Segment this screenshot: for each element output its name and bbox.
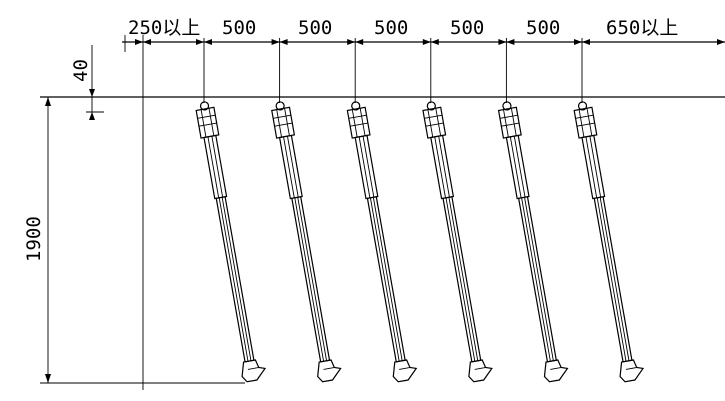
dimension-arrowhead [717,39,725,45]
dimension-arrowhead [143,39,151,45]
rod-assembly [497,101,569,383]
dim-label-left-clearance: 250以上 [128,17,200,39]
dim-label-spacing-4: 500 [450,17,484,39]
dimension-arrowhead [422,39,431,45]
height-label: 1900 [23,216,45,262]
top-dimension-line [122,35,725,390]
rod-assembly [573,101,645,383]
dim-label-spacing-2: 500 [298,17,332,39]
dimension-arrowhead [430,39,439,45]
dimension-arrowhead [574,39,582,45]
dimension-arrowhead [498,39,507,45]
dimension-arrowhead [279,39,288,45]
dimension-arrowhead [196,39,204,45]
offset-dimension: 40 [70,45,140,120]
dimension-arrowhead [355,39,364,45]
offset-label: 40 [70,59,92,82]
dim-label-right-clearance: 650以上 [606,17,678,39]
top-dimension-labels: 250以上 500 500 500 500 500 650以上 [128,17,678,39]
rod-assembly [346,101,418,383]
rod-assembly [195,101,267,383]
dim-label-spacing-5: 500 [526,17,560,39]
dimension-arrowhead [506,39,515,45]
height-dimension: 1900 [23,97,245,384]
dim-label-spacing-3: 500 [374,17,408,39]
rod-assembly [422,101,493,383]
dimension-arrows [135,39,725,45]
dim-label-spacing-1: 500 [222,17,256,39]
dimension-arrowhead [271,39,280,45]
dimension-arrowhead [347,39,356,45]
dimension-arrowhead [135,39,143,45]
rod-assemblies [195,101,645,383]
extension-lines [203,38,583,103]
dimension-arrowhead [582,39,590,45]
rod-assembly [271,101,342,383]
dimension-arrowhead [204,39,212,45]
